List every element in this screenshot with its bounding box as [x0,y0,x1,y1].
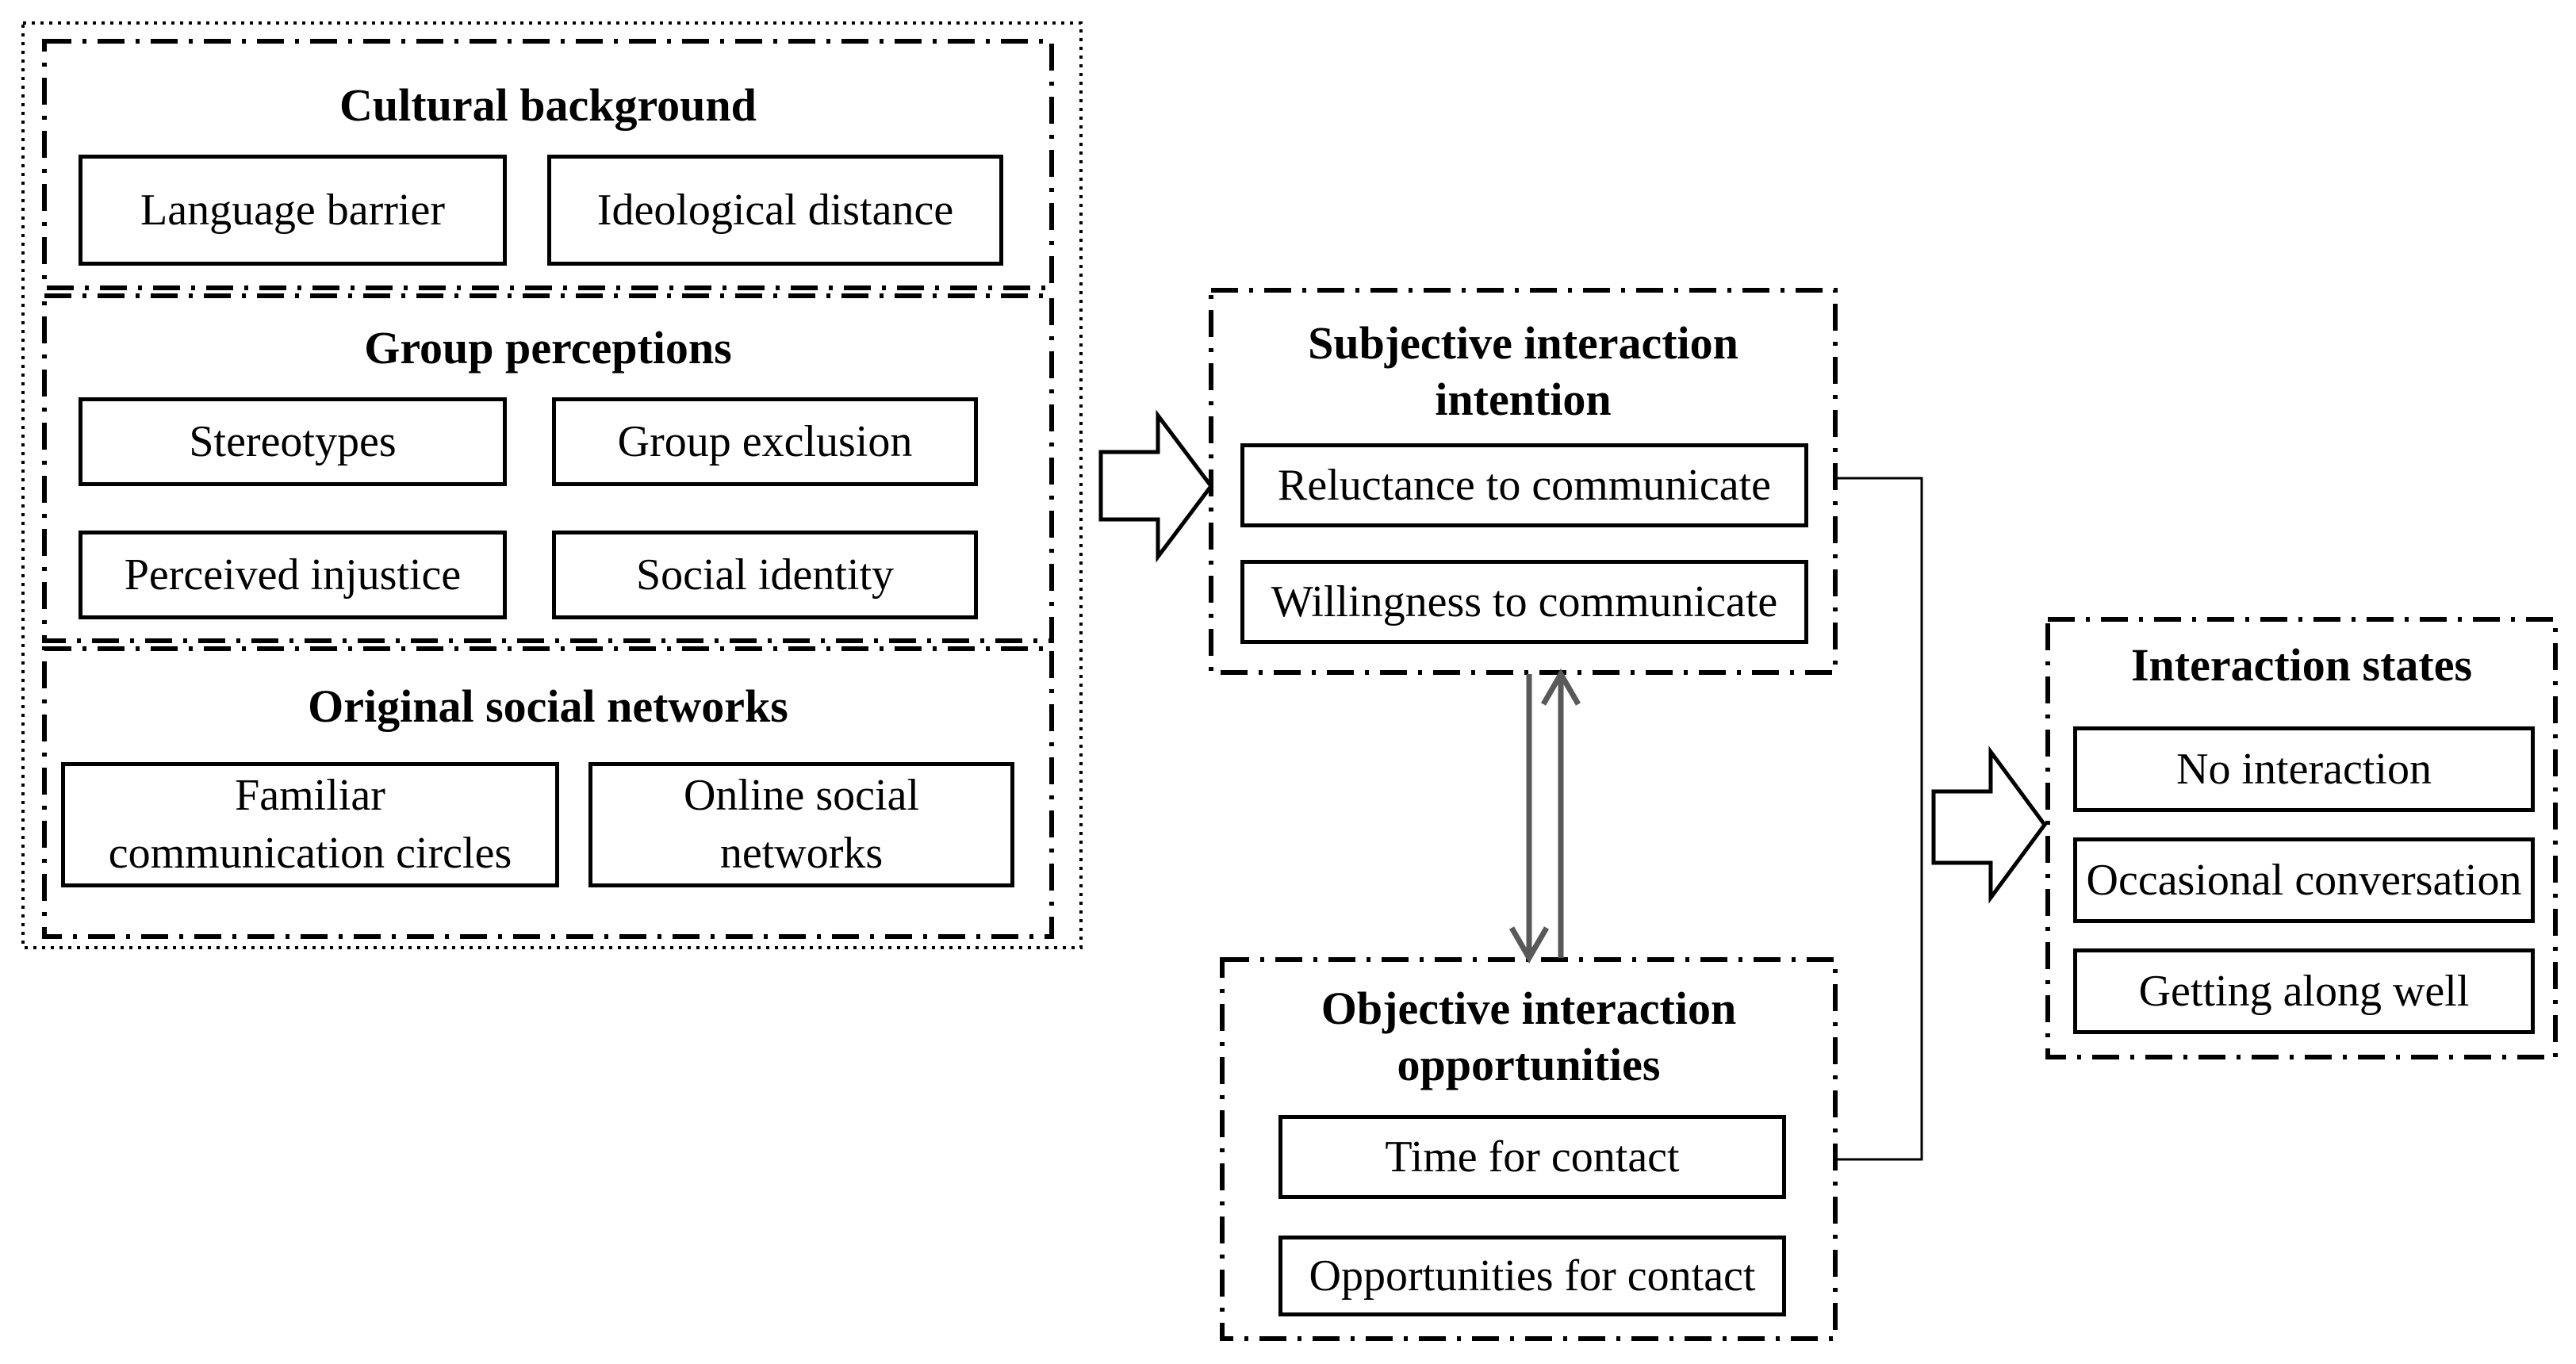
outer-dotted-container-border [21,21,1083,949]
group-perceptions-title: Group perceptions [364,322,732,374]
subjective-interaction-intention-title: Subjective interaction intention [1308,317,1738,425]
original-social-networks-title: Original social networks [308,680,788,732]
box-ideological-distance: Ideological distance [547,155,1003,266]
box-willingness-to-communicate: Willingness to communicate [1240,560,1808,644]
original-social-networks-section-border [42,646,1054,939]
objective-interaction-opportunities-title: Objective interaction opportunities [1321,983,1737,1090]
box-social-identity: Social identity [552,531,978,619]
group-perceptions-section-border [42,293,1054,643]
interaction-states-container-border [2045,617,2558,1059]
box-online-social-networks: Online social networks [588,762,1014,887]
box-perceived-injustice: Perceived injustice [79,531,507,619]
cultural-background-section-border [42,39,1054,290]
box-occasional-conversation: Occasional conversation [2073,837,2535,923]
arrow-up-head-icon [1540,669,1581,706]
box-getting-along-well: Getting along well [2073,948,2535,1034]
block-arrow-to-interaction-states [1931,745,2048,904]
box-no-interaction: No interaction [2073,726,2535,812]
box-time-for-contact: Time for contact [1278,1115,1786,1199]
connector-bracket [1837,477,1923,1161]
box-language-barrier: Language barrier [79,155,507,266]
interaction-states-title: Interaction states [2130,639,2473,691]
arrow-down-head-icon [1508,926,1550,964]
box-stereotypes: Stereotypes [79,397,507,486]
box-reluctance-to-communicate: Reluctance to communicate [1240,443,1808,527]
box-group-exclusion: Group exclusion [552,397,978,486]
subjective-container-border [1209,288,1838,675]
box-familiar-communication-circles: Familiar communication circles [61,762,559,887]
cultural-background-title: Cultural background [339,79,757,131]
box-opportunities-for-contact: Opportunities for contact [1278,1236,1786,1316]
block-arrow-left-to-subjective [1098,409,1214,563]
